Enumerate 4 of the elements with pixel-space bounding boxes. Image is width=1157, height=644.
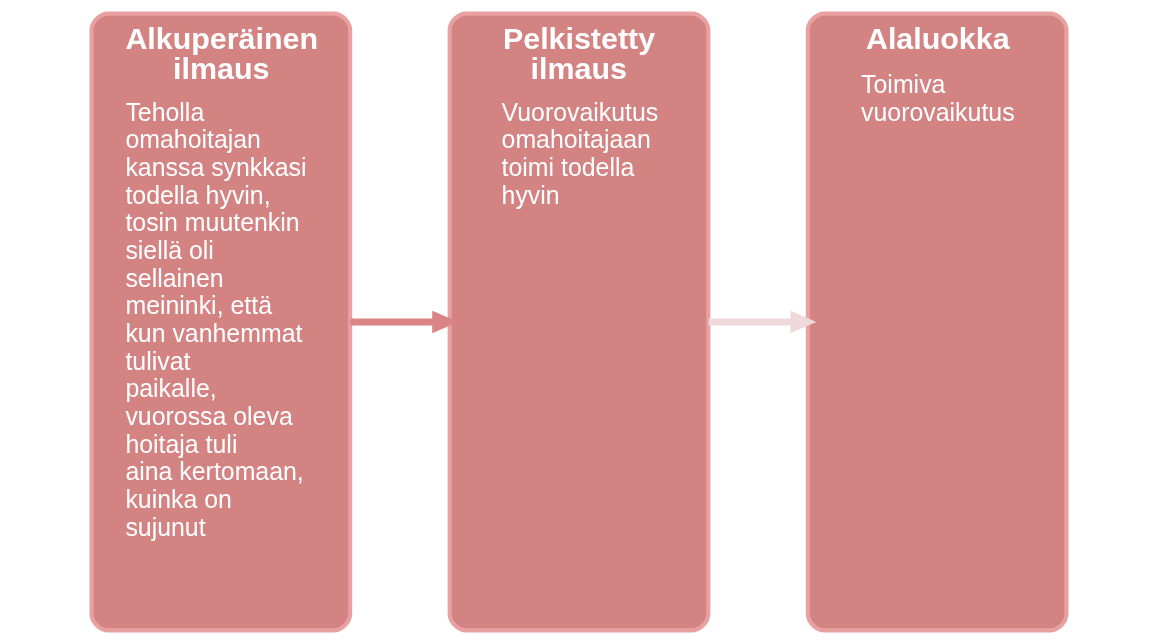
node-box: Alaluokka Toimiva vuorovaikutus — [805, 11, 1069, 633]
arrow — [708, 310, 816, 334]
node-box: Alkuperäinen ilmaus Teholla omahoitajan kanssa synkkasi todella hyvin, tosin muutenkin siellä oli sellainen meininki, että kun vanhemmat tulivat paikalle, vuorossa oleva hoitaja tuli aina kertomaan, kuinka on sujunut — [88, 11, 352, 633]
node-box: Pelkistetty ilmaus Vuorovaikutus omahoitajaan toimi todella hyvin — [447, 11, 710, 633]
